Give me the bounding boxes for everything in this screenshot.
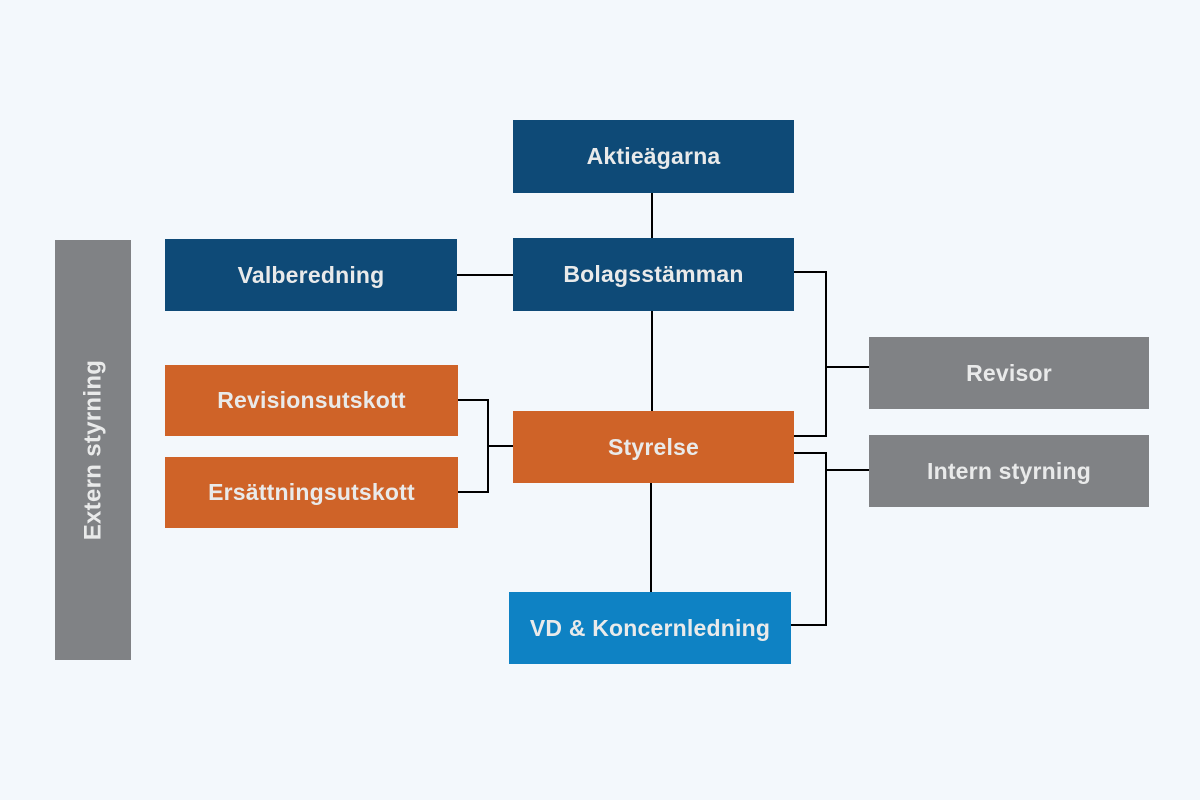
- connector-right-vertical-lower: [825, 452, 827, 626]
- connector-to-intern-styrning: [825, 469, 869, 471]
- connector-ersattningsutskott-bracket: [458, 491, 489, 493]
- node-intern-styrning: Intern styrning: [869, 435, 1149, 507]
- connector-right-vertical-upper: [825, 271, 827, 437]
- node-aktieagarna: Aktieägarna: [513, 120, 794, 193]
- connector-bolagsstamman-styrelse: [651, 311, 653, 411]
- extern-styrning-label: Extern styrning: [79, 359, 107, 541]
- node-revisionsutskott: Revisionsutskott: [165, 365, 458, 436]
- connector-aktieagarna-bolagsstamman: [651, 193, 653, 238]
- node-valberedning: Valberedning: [165, 239, 457, 311]
- node-bolagsstamman: Bolagsstämman: [513, 238, 794, 311]
- node-ersattningsutskott: Ersättningsutskott: [165, 457, 458, 528]
- extern-styrning-band: Extern styrning: [55, 240, 131, 660]
- node-vd-koncernledning: VD & Koncernledning: [509, 592, 791, 664]
- connector-styrelse-right-lower: [794, 452, 827, 454]
- connector-bolagsstamman-right: [794, 271, 827, 273]
- connector-bracket-styrelse: [487, 445, 513, 447]
- connector-revisionsutskott-bracket: [458, 399, 489, 401]
- node-styrelse: Styrelse: [513, 411, 794, 483]
- connector-into-styrelse-right-top: [794, 435, 827, 437]
- connector-to-revisor: [825, 366, 869, 368]
- connector-styrelse-vd: [650, 483, 652, 592]
- connector-to-vd: [791, 624, 827, 626]
- connector-valberedning-bolagsstamman: [457, 274, 513, 276]
- node-revisor: Revisor: [869, 337, 1149, 409]
